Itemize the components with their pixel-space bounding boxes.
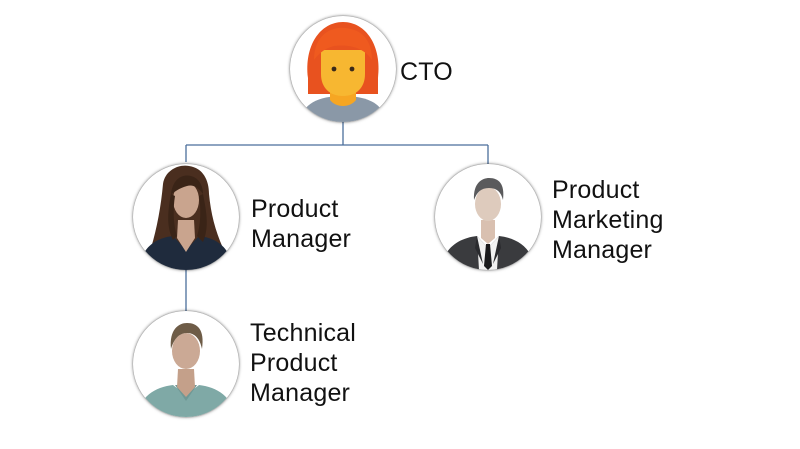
node-label-technical-product-manager: Technical Product Manager	[250, 318, 356, 408]
label-line: Marketing	[552, 206, 664, 234]
male-suit-avatar-icon	[435, 164, 541, 270]
label-line: CTO	[400, 58, 453, 86]
female-red-hair-avatar-icon	[290, 16, 396, 122]
label-line: Product	[250, 349, 338, 377]
label-line: Manager	[250, 379, 351, 407]
label-line: Product	[552, 176, 640, 204]
label-line: Technical	[250, 319, 357, 347]
female-dark-hair-avatar-icon	[133, 164, 239, 270]
label-line: Manager	[251, 225, 352, 253]
node-label-product-manager: Product Manager	[251, 194, 351, 254]
male-casual-avatar-icon	[133, 311, 239, 417]
node-label-product-marketing-manager: Product Marketing Manager	[552, 175, 664, 265]
label-line: Manager	[552, 236, 653, 264]
label-line: Product	[251, 195, 339, 223]
node-label-cto: CTO	[400, 57, 453, 87]
